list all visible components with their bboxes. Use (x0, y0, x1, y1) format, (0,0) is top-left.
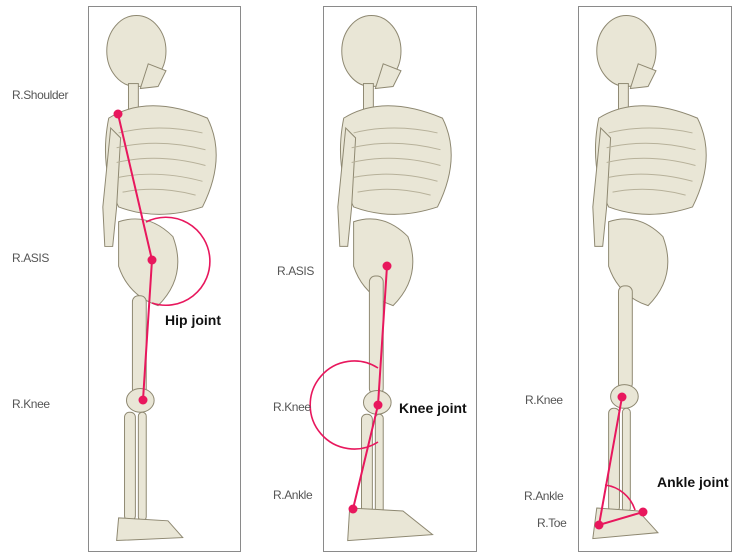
landmark-label-r-knee: R.Knee (12, 397, 50, 411)
foot-shape (117, 518, 183, 541)
skeleton-illustration (579, 7, 731, 551)
skeleton-illustration (89, 7, 240, 551)
skeleton-panel-knee (323, 6, 477, 552)
landmark-label-r-asis: R.ASIS (277, 264, 314, 278)
skeleton-panel-ankle (578, 6, 732, 552)
landmark-label-r-ankle: R.Ankle (273, 488, 312, 502)
skeleton-illustration (324, 7, 476, 551)
landmark-label-r-ankle: R.Ankle (524, 489, 563, 503)
joint-label-hip: Hip joint (165, 312, 221, 328)
skeleton-panel-hip (88, 6, 241, 552)
femur-shape (132, 296, 146, 395)
landmark-label-r-knee: R.Knee (273, 400, 311, 414)
landmark-label-r-asis: R.ASIS (12, 251, 49, 265)
landmark-label-r-knee: R.Knee (525, 393, 563, 407)
ribcage-shape (105, 106, 216, 215)
joint-label-knee: Knee joint (399, 400, 467, 416)
pelvis-shape (119, 219, 178, 306)
landmark-label-r-shoulder: R.Shoulder (12, 88, 68, 102)
landmark-label-r-toe: R.Toe (537, 516, 566, 530)
joint-label-ankle: Ankle joint (657, 474, 729, 490)
